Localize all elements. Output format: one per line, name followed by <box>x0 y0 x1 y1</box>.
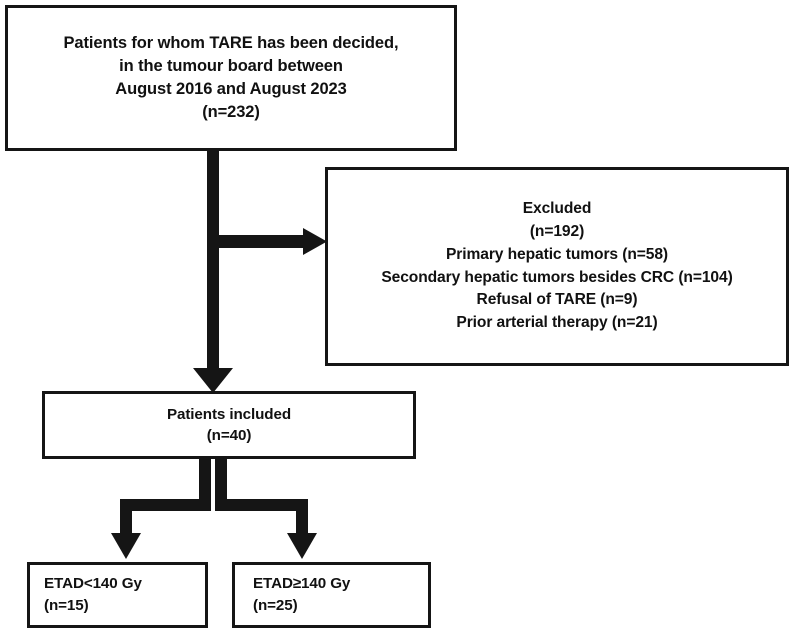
node-count: (n=40) <box>206 427 252 444</box>
exclusion-reason: Refusal of TARE (n=9) <box>476 291 638 309</box>
node-line: in the tumour board between <box>119 57 343 76</box>
node-title: ETAD≥140 Gy <box>253 575 351 593</box>
node-line: Patients for whom TARE has been decided, <box>63 34 399 53</box>
node-patients-decided: Patients for whom TARE has been decided,… <box>5 5 457 151</box>
exclusion-reason: Prior arterial therapy (n=21) <box>456 314 658 332</box>
edge-included-to-etad-low <box>111 459 211 559</box>
edge-enrolled-to-excluded <box>219 228 327 255</box>
node-etad-low: ETAD<140 Gy (n=15) <box>27 562 208 628</box>
node-title: ETAD<140 Gy <box>44 575 142 593</box>
exclusion-reason: Primary hepatic tumors (n=58) <box>446 245 668 263</box>
node-count: (n=192) <box>529 222 585 240</box>
node-etad-high: ETAD≥140 Gy (n=25) <box>232 562 431 628</box>
node-count: (n=15) <box>44 597 89 614</box>
node-line: August 2016 and August 2023 <box>115 80 347 98</box>
node-patients-included: Patients included (n=40) <box>42 391 416 459</box>
node-title: Excluded <box>522 200 592 218</box>
edge-included-to-etad-high <box>215 459 317 559</box>
edge-enrolled-to-included <box>193 151 233 393</box>
node-count: (n=232) <box>202 102 260 121</box>
node-count: (n=25) <box>253 597 298 614</box>
exclusion-reason: Secondary hepatic tumors besides CRC (n=… <box>381 268 733 286</box>
node-excluded: Excluded (n=192) Primary hepatic tumors … <box>325 167 789 366</box>
node-title: Patients included <box>166 405 292 423</box>
